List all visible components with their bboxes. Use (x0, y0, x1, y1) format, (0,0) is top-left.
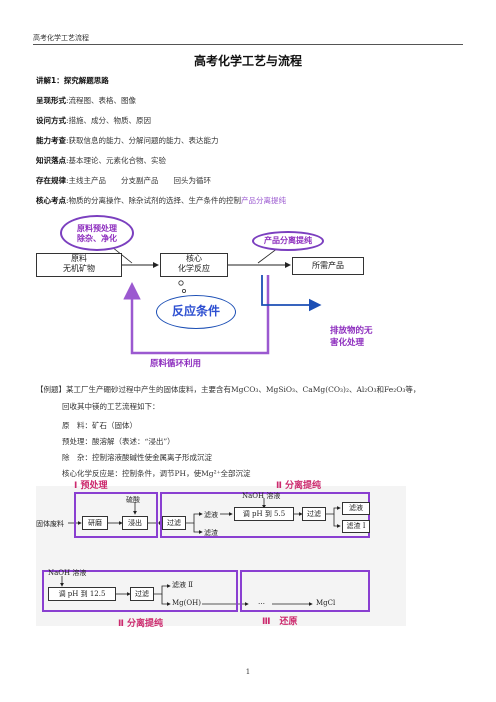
filtrate-2-text: 滤液 Ⅱ (172, 581, 193, 589)
example-item-impurity: 除 杂：控制溶液酸碱性使金属离子形成沉淀 (62, 453, 212, 462)
residue-text-1: 滤渣 (204, 529, 218, 537)
section-2b-frame (42, 570, 238, 612)
raw-material-box: 原料 无机矿物 (36, 253, 122, 277)
filter-box-3: 过滤 (130, 587, 154, 601)
running-header: 高考化学工艺流程 (33, 34, 89, 42)
section-3-frame (240, 570, 370, 612)
filter-box-2: 过滤 (302, 507, 326, 521)
residue-1-box: 滤渣 Ⅰ (342, 520, 370, 533)
diagram1-connectors (111, 244, 322, 355)
section-3-label: Ⅲ 还原 (262, 617, 298, 627)
process-overview-diagram: 原料 无机矿物 核心 化学反应 所需产品 原料预处理 除杂、净化 产品分离提纯 … (0, 215, 496, 375)
example-item-raw: 原 料：矿石（固体） (62, 421, 137, 430)
example-item-core: 核心化学反应是：控制条件，调节PH，使Mg²⁺全部沉淀 (62, 469, 251, 478)
section-1-frame (74, 492, 158, 538)
mg-hydroxide-text: Mg(OH) (172, 599, 201, 607)
core-reaction-box: 核心 化学反应 (160, 253, 228, 277)
grind-box: 研磨 (82, 516, 108, 530)
waste-label: 排放物的无 害化处理 (330, 326, 373, 348)
row-questioning: 设问方式:措施、成分、物质、原因 (36, 116, 152, 125)
separation-callout: 产品分离提纯 (252, 231, 324, 251)
header-rule (33, 44, 463, 45)
acid-text: 硫酸 (126, 496, 140, 504)
page-number: 1 (245, 668, 251, 676)
mgcl-text: MgCl (316, 599, 336, 607)
cycle-label: 原料循环利用 (150, 359, 202, 369)
product-box: 所需产品 (292, 257, 364, 275)
row-core: 核心考点:物质的分离操作、除杂试剂的选择、生产条件的控制产品分离提纯 (36, 196, 287, 205)
section-2-frame (160, 492, 370, 538)
pretreatment-callout: 原料预处理 除杂、净化 (60, 215, 134, 251)
lecture-heading: 讲解1：探究解题思路 (36, 76, 109, 86)
filtrate-text-1: 滤液 (204, 511, 218, 519)
feed-text: 固体废料 (36, 520, 64, 528)
adjust-ph-12-5-box: 调 pH 到 12.5 (48, 587, 116, 601)
naoh-text-1: NaOH 溶液 (242, 492, 281, 500)
row-form: 呈现形式:流程图、表格、图像 (36, 96, 137, 105)
filter-box-1: 过滤 (162, 516, 186, 530)
naoh-text-2: NaOH 溶液 (48, 569, 87, 577)
section-1-label: Ⅰ 预处理 (74, 481, 108, 491)
section-2-label: Ⅱ 分离提纯 (276, 481, 322, 491)
adjust-ph-5-5-box: 调 pH 到 5.5 (234, 507, 294, 521)
example-line-1: 【例题】某工厂生产硼砂过程中产生的固体废料，主要含有MgCO₃、MgSiO₃、C… (36, 385, 421, 394)
page-title: 高考化学工艺与流程 (193, 54, 302, 68)
lecture-label: 讲解1：探究解题思路 (36, 76, 109, 85)
leach-box: 浸出 (122, 516, 148, 530)
magnesium-process-diagram: 固体废料 研磨 硫酸 浸出 过滤 滤液 滤渣 NaOH 溶液 调 pH 到 5.… (36, 486, 406, 626)
row-ability: 能力考查:获取信息的能力、分解问题的能力、表达能力 (36, 136, 219, 145)
ellipsis-text: … (258, 598, 265, 606)
example-item-pretreat: 预处理：酸溶解（表述：“浸出”） (62, 437, 175, 446)
diagram2-connectors (60, 498, 341, 606)
row-knowledge: 知识落点:基本理论、元素化合物、实验 (36, 156, 167, 165)
row-pattern: 存在规律:主线主产品 分支副产品 回头为循环 (36, 176, 212, 185)
example-line-2: 回收其中镁的工艺流程如下： (62, 402, 160, 411)
section-2b-label: Ⅱ 分离提纯 (118, 619, 164, 629)
filtrate-box-right: 滤液 (342, 502, 370, 515)
reaction-conditions-bubble: 反应条件 (156, 295, 236, 329)
